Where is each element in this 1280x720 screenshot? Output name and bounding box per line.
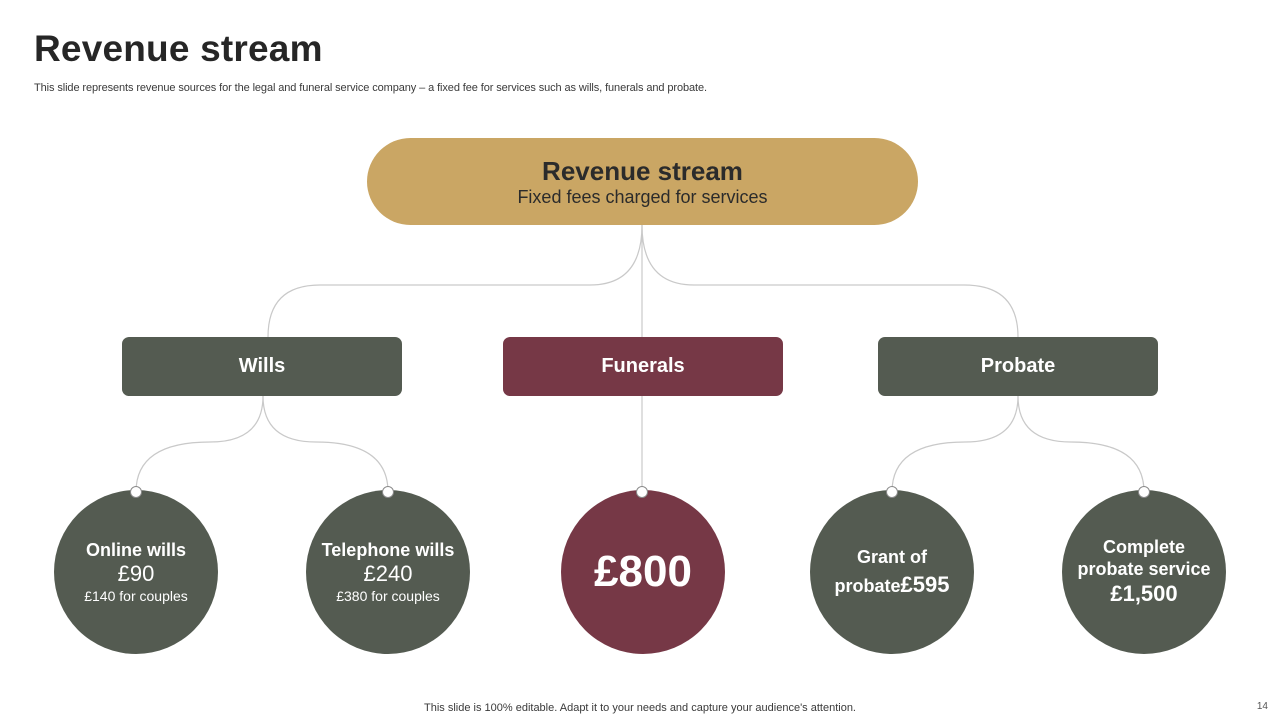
item-note: £140 for couples [84,588,188,604]
circle-complete-probate: Complete probate service £1,500 [1062,490,1226,654]
circle-online-wills: Online wills £90 £140 for couples [54,490,218,654]
item-title-line1: Grant of [857,547,927,567]
item-price: £90 [117,561,155,586]
item-title: Complete probate service [1077,537,1211,579]
connector-root-wills [267,224,643,338]
connector-dot [130,486,142,498]
connector-wills-online [135,395,264,493]
item-price: £1,500 [1110,581,1178,606]
item-price: £240 [363,561,413,586]
circle-telephone-wills: Telephone wills £240 £380 for couples [306,490,470,654]
category-wills: Wills [122,337,402,396]
category-funerals: Funerals [503,337,783,396]
connector-probate-grant [891,395,1019,493]
slide-title: Revenue stream [34,28,323,69]
item-note: £380 for couples [336,588,440,604]
connector-dot [1138,486,1150,498]
connector-dot [636,486,648,498]
item-title: Online wills [85,540,187,560]
circle-grant-of-probate: Grant of probate£595 [810,490,974,654]
root-node: Revenue stream Fixed fees charged for se… [367,138,918,225]
footer-note: This slide is 100% editable. Adapt it to… [424,702,856,714]
page-number: 14 [1256,701,1268,712]
connector-dot [886,486,898,498]
item-title: Telephone wills [321,540,455,560]
category-probate: Probate [878,337,1158,396]
item-title-line2: probate [834,576,901,596]
root-subtitle: Fixed fees charged for services [517,186,768,207]
connector-root-probate [641,224,1019,338]
circle-funerals-price: £800 [561,490,725,654]
slide-subtitle: This slide represents revenue sources fo… [34,82,707,94]
item-price: £595 [900,572,950,597]
connector-probate-complete [1017,395,1145,493]
connector-wills-telephone [262,395,389,493]
root-title: Revenue stream [542,155,743,186]
connector-dot [382,486,394,498]
item-price: £800 [594,547,692,596]
